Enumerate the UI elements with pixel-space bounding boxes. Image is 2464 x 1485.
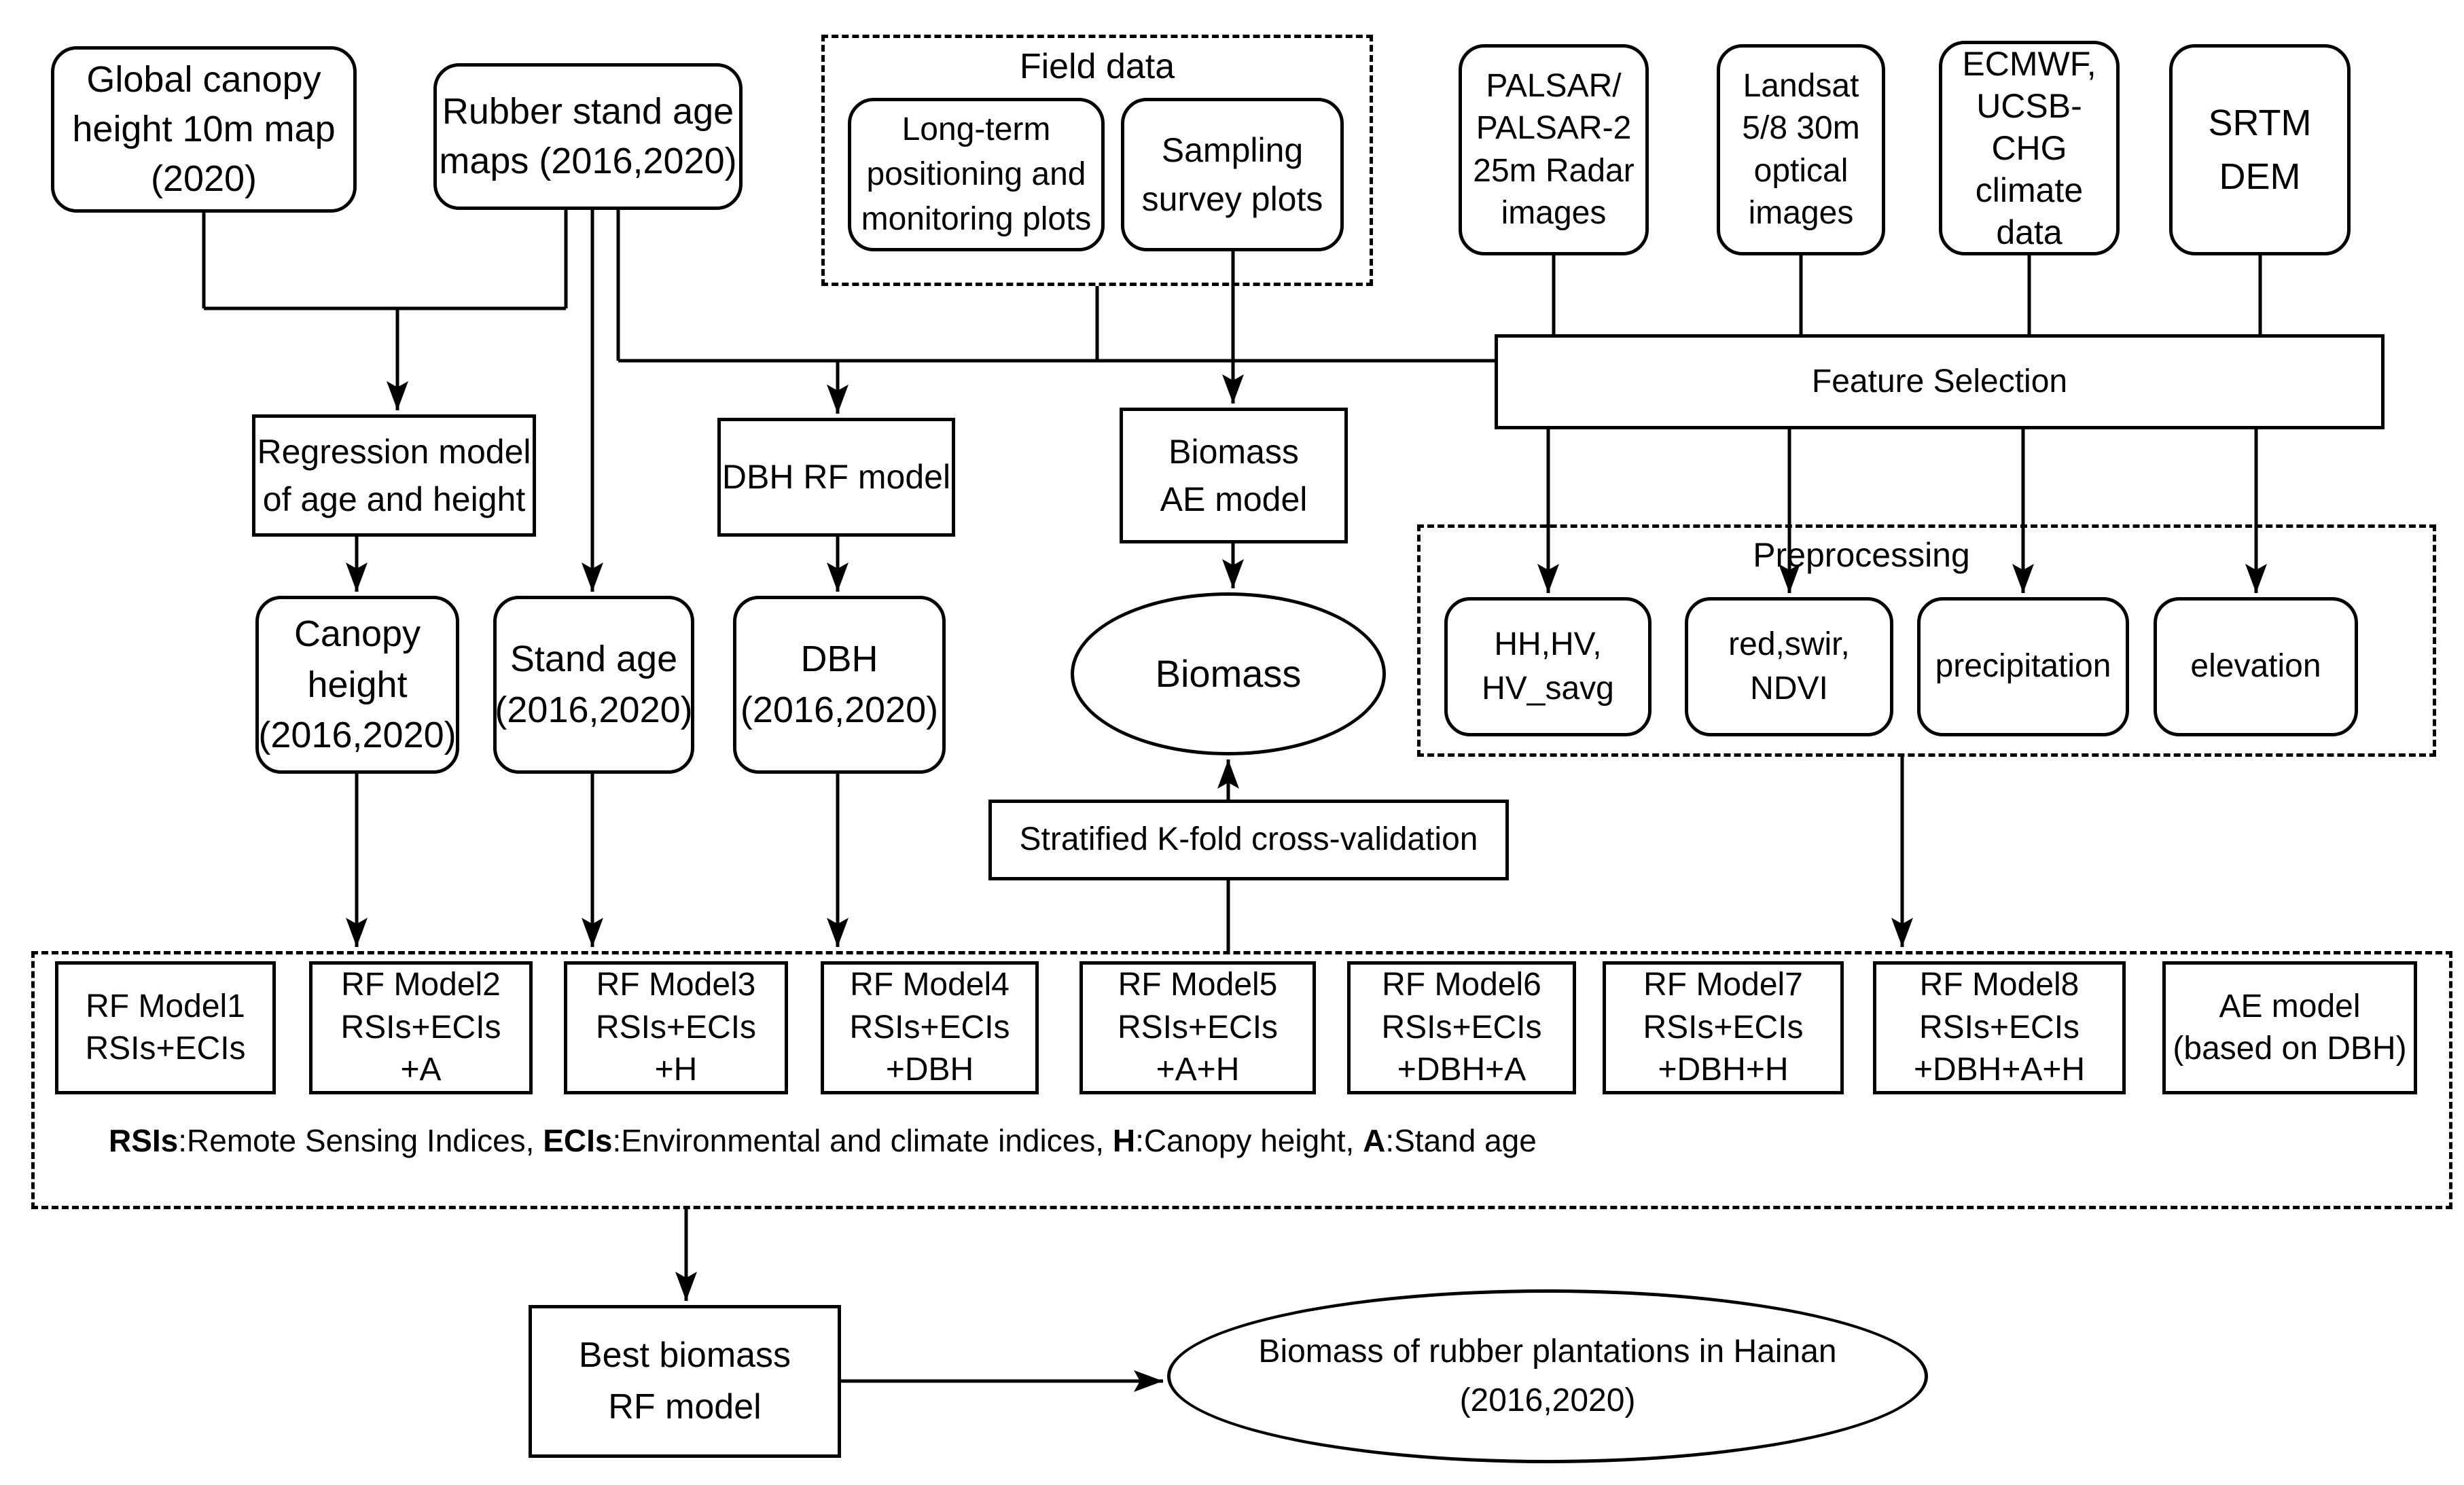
preprocessing-title: Preprocessing (1753, 536, 1970, 574)
node-stand-age-label: Stand age(2016,2020) (495, 639, 693, 730)
node-kfold-validation: Stratified K-fold cross-validation (988, 800, 1509, 880)
node-stand-age: Stand age(2016,2020) (493, 596, 694, 774)
node-kfold-validation-label: Stratified K-fold cross-validation (1019, 821, 1478, 858)
legend-text-a: :Stand age (1385, 1123, 1537, 1158)
legend-text-ecis: :Environmental and climate indices, (612, 1123, 1113, 1158)
node-biomass-ellipse-label: Biomass (1155, 652, 1302, 696)
node-biomass-ellipse: Biomass (1071, 592, 1386, 755)
field-data-title: Field data (1019, 47, 1175, 86)
legend-text-rsis: :Remote Sensing Indices, (178, 1123, 543, 1158)
legend-key-h: H (1112, 1123, 1136, 1158)
node-precipitation: precipitation (1917, 597, 2129, 736)
models-container (31, 951, 2452, 1209)
node-ae-model: AE model(based on DBH) (2162, 961, 2417, 1094)
node-elevation: elevation (2154, 597, 2358, 736)
node-dbh-rf-model-label: DBH RF model (721, 457, 951, 496)
node-hh-hv: HH,HV,HV_savg (1444, 597, 1651, 736)
legend-key-ecis: ECIs (543, 1123, 613, 1158)
node-ae-model-label: AE model(based on DBH) (2173, 988, 2407, 1067)
node-dbh-label: DBH(2016,2020) (740, 639, 939, 730)
node-elevation-label: elevation (2190, 648, 2321, 685)
legend-key-a: A (1363, 1123, 1386, 1158)
node-hh-hv-label: HH,HV,HV_savg (1482, 626, 1614, 706)
node-feature-selection-label: Feature Selection (1811, 363, 2068, 399)
field-data-container (821, 35, 1373, 286)
legend-key-rsis: RSIs (109, 1123, 179, 1158)
node-final-biomass-output-label: Biomass of rubber plantations in Hainan(… (1258, 1334, 1837, 1418)
node-feature-selection: Feature Selection (1495, 334, 2385, 429)
node-red-swir-ndvi-label: red,swir,NDVI (1728, 626, 1850, 706)
legend-text-h: :Canopy height, (1135, 1123, 1363, 1158)
node-dbh-rf-model: DBH RF model (717, 418, 955, 537)
models-legend: RSIs:Remote Sensing Indices, ECIs:Enviro… (109, 1122, 2405, 1159)
node-final-biomass-output: Biomass of rubber plantations in Hainan(… (1167, 1289, 1928, 1463)
node-red-swir-ndvi: red,swir,NDVI (1685, 597, 1893, 736)
node-dbh: DBH(2016,2020) (733, 596, 946, 774)
node-precipitation-label: precipitation (1935, 648, 2111, 685)
preprocessing-container (1417, 524, 2436, 757)
